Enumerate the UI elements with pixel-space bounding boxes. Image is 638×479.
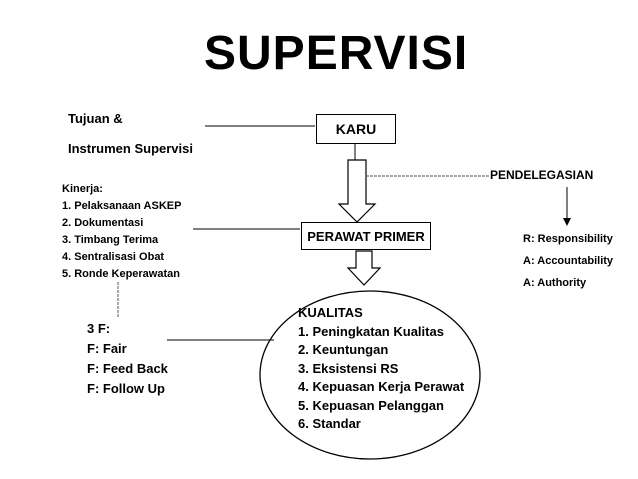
kualitas-item: 3. Eksistensi RS [298,360,399,376]
kualitas-list: KUALITAS 1. Peningkatan Kualitas 2. Keun… [298,304,464,434]
three-f-item: F: Feed Back [87,361,168,376]
kinerja-item: 1. Pelaksanaan ASKEP [62,200,182,212]
kinerja-item: 3. Timbang Terima [62,234,159,246]
kualitas-ellipse [259,290,481,460]
kinerja-item: 2. Dokumentasi [62,217,144,229]
page-title: SUPERVISI [204,27,469,80]
perawat-primer-label: PERAWAT PRIMER [307,228,425,244]
pendelegasian-label: PENDELEGASIAN [490,168,594,182]
rat-list: R: Responsibility A: Accountability A: A… [523,228,613,294]
rat-item: A: Accountability [523,255,614,267]
tujuan-line2: Instrumen Supervisi [68,141,193,156]
kinerja-heading: Kinerja: [62,183,103,195]
kinerja-item: 5. Ronde Keperawatan [62,268,180,280]
pendelegasian-arrowhead [563,218,571,226]
perawat-primer-box: PERAWAT PRIMER [301,222,431,250]
three-f-item: F: Follow Up [87,381,165,396]
rat-item: A: Authority [523,277,587,289]
rat-item: R: Responsibility [523,233,613,245]
karu-to-primer-arrow [337,159,377,223]
kualitas-heading: KUALITAS [298,305,363,320]
kualitas-item: 6. Standar [298,416,361,431]
kinerja-list: Kinerja: 1. Pelaksanaan ASKEP 2. Dokumen… [62,181,181,283]
tujuan-line1: Tujuan & [68,111,123,126]
primer-to-kualitas-arrow [346,250,382,286]
kualitas-item: 4. Kepuasan Kerja Perawat [298,379,465,394]
kualitas-item: 1. Peningkatan Kualitas [298,323,444,339]
kualitas-item: 2. Keuntungan [298,342,389,357]
kinerja-item: 4. Sentralisasi Obat [62,251,165,263]
three-f-list: 3 F: F: Fair F: Feed Back F: Follow Up [87,319,168,399]
kualitas-item: 5. Kepuasan Pelanggan [298,397,444,413]
three-f-heading: 3 F: [87,321,111,336]
karu-box: KARU [316,114,396,144]
three-f-item: F: Fair [87,341,127,356]
karu-label: KARU [335,121,377,137]
